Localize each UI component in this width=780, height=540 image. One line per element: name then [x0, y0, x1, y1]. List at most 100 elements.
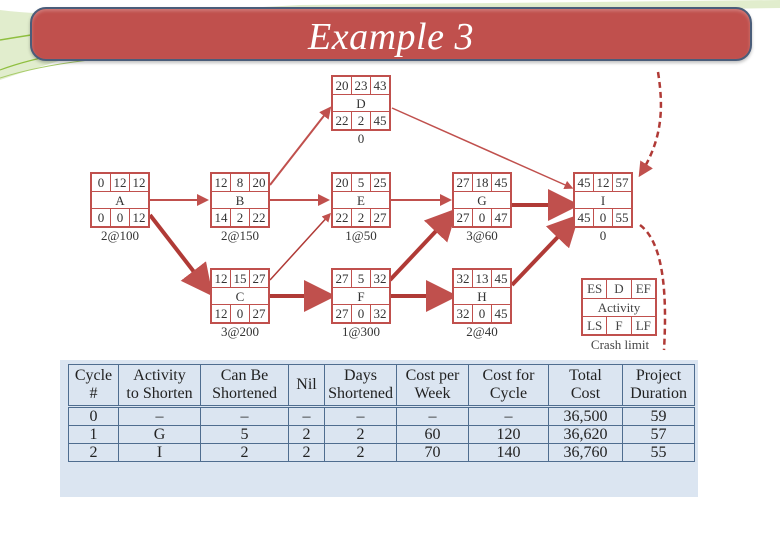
arrow-a-c [148, 213, 213, 297]
header-line-1: Cycle [74, 367, 113, 384]
node-lf: 45 [491, 305, 510, 323]
node-lf: 47 [491, 209, 510, 227]
table-cell: 2 [324, 425, 397, 444]
legend-ef: EF [630, 280, 655, 298]
node-activity: F [357, 288, 365, 304]
header-line-1: Cost per [405, 367, 460, 384]
node-activity: A [115, 192, 125, 208]
column-header: Nil [288, 364, 325, 408]
table-cell: – [324, 406, 397, 426]
table-cell: 55 [622, 443, 695, 462]
table-cell: – [288, 406, 325, 426]
table-cell: 2 [68, 443, 119, 462]
table-cell: 2 [288, 443, 325, 462]
node-float: 0 [472, 209, 491, 227]
node-activity: D [356, 95, 366, 111]
node-lf: 22 [249, 209, 268, 227]
node-ef: 43 [370, 77, 389, 94]
header-line-1: Days [344, 367, 377, 384]
table-cell: 1 [68, 425, 119, 444]
node-crash-label: 1@50 [345, 228, 377, 243]
table-cell: – [468, 406, 549, 426]
header-line-2: Week [414, 385, 451, 402]
table-cell: 0 [68, 406, 119, 426]
node-float: 2 [351, 112, 370, 130]
node-es: 45 [577, 175, 591, 190]
node-ls: 32 [456, 306, 470, 321]
header-line-2: Cost [570, 385, 601, 402]
header-line-1: Total [569, 367, 602, 384]
node-es: 12 [214, 271, 228, 286]
node-ef: 45 [491, 270, 510, 287]
node-duration: 12 [593, 174, 612, 191]
header-line-2: Shortened [328, 385, 393, 402]
header-line-2: Cycle [489, 385, 528, 402]
node-lf: 12 [129, 209, 148, 227]
table-cell: 5 [200, 425, 289, 444]
node-es: 32 [456, 271, 470, 286]
node-ls: 27 [335, 306, 349, 321]
node-es: 27 [335, 271, 349, 286]
node-activity: I [600, 192, 606, 208]
node-lf: 27 [249, 305, 268, 323]
table-cell: 2 [200, 443, 289, 462]
table-cell: 2 [324, 443, 397, 462]
table-cell: 36,500 [548, 406, 623, 426]
node-float: 0 [351, 305, 370, 323]
node-crash-label: 0 [357, 131, 365, 146]
header-line-2: Shortened [212, 385, 277, 402]
node-duration: 23 [351, 77, 370, 94]
node-ls: 27 [456, 210, 470, 225]
node-ef: 57 [612, 174, 631, 191]
header-line-1: Activity [133, 367, 186, 384]
node-crash-label: 2@100 [101, 228, 139, 243]
node-crash-label: 2@150 [221, 228, 259, 243]
legend-f: F [606, 317, 630, 335]
table-cell: 2 [288, 425, 325, 444]
node-ef: 27 [249, 270, 268, 287]
node-lf: 55 [612, 209, 631, 227]
legend-lf: LF [630, 317, 655, 335]
node-float: 2 [351, 209, 370, 227]
legend-activity: Activity [597, 300, 641, 315]
node-activity: E [357, 192, 365, 208]
node-duration: 5 [351, 270, 370, 287]
table-cell: 59 [622, 406, 695, 426]
node-duration: 15 [230, 270, 249, 287]
table-cell: 60 [396, 425, 469, 444]
node-lf: 32 [370, 305, 389, 323]
arrow-c-e [269, 212, 332, 281]
title-banner: Example 3 [30, 7, 752, 61]
table-cell: I [118, 443, 201, 462]
table-cell: – [118, 406, 201, 426]
node-activity: G [477, 192, 487, 208]
node-crash-label: 2@40 [466, 324, 498, 339]
node-ef: 45 [491, 174, 510, 191]
node-float: 0 [593, 209, 612, 227]
node-duration: 12 [110, 174, 129, 191]
table-cell: G [118, 425, 201, 444]
header-line-2: # [89, 385, 98, 402]
table-cell: – [396, 406, 469, 426]
node-crash-label: 0 [599, 228, 607, 243]
table-cell: 120 [468, 425, 549, 444]
node-float: 2 [230, 209, 249, 227]
header-line-1: Can Be [220, 367, 269, 384]
node-ef: 12 [129, 174, 148, 191]
node-ls: 14 [214, 210, 228, 225]
node-crash-label: 3@60 [466, 228, 498, 243]
